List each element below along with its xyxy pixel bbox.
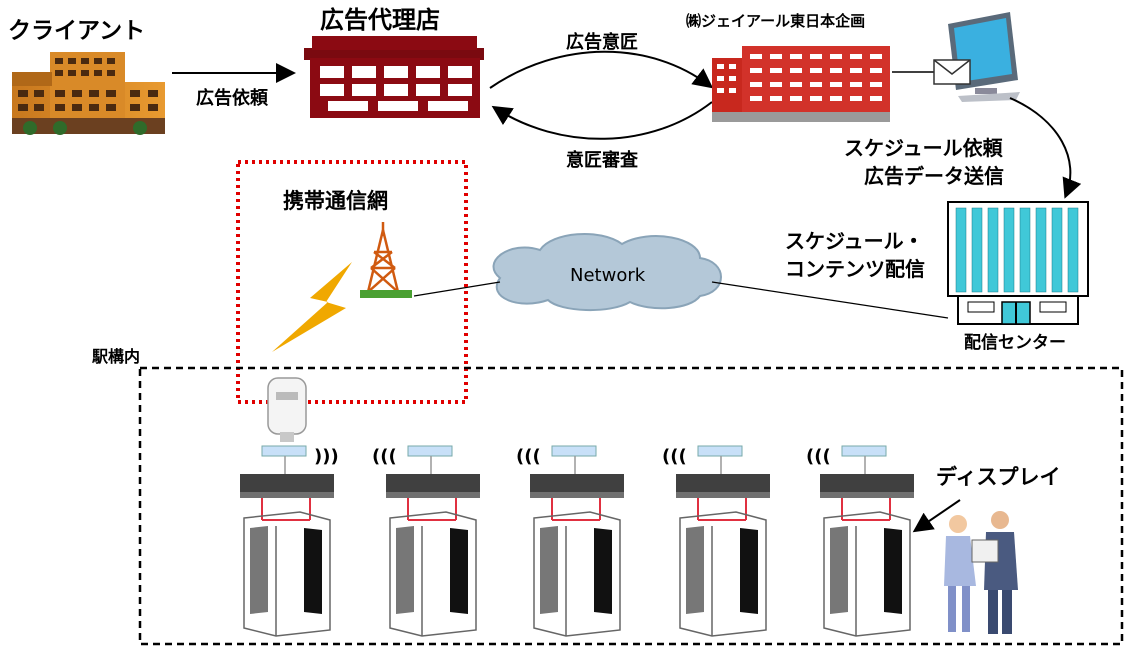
svg-text:(((: ((( <box>516 446 541 467</box>
envelope-icon <box>933 59 971 85</box>
display-unit: ((( <box>806 445 914 637</box>
schedule-content-label-2: コンテンツ配信 <box>785 257 925 281</box>
jr-company-building-icon <box>712 46 890 122</box>
mobile-router-icon <box>267 377 307 442</box>
arrow-to-distribution-center <box>1009 97 1082 199</box>
display-unit: ((( <box>372 445 480 637</box>
svg-text:(((: ((( <box>806 446 831 467</box>
display-unit: ((( <box>662 445 770 637</box>
arrow-design-review <box>491 101 713 140</box>
client-label: クライアント <box>8 18 145 44</box>
design-label: 広告意匠 <box>566 31 638 53</box>
display-unit: ((( <box>516 445 624 637</box>
arrow-to-display <box>912 499 961 533</box>
svg-text:(((: ((( <box>372 446 397 467</box>
schedule-content-label-1: スケジュール・ <box>785 229 924 253</box>
antenna-tower-icon <box>366 222 400 293</box>
display-unit: ))) <box>240 445 339 637</box>
station-premises-label: 駅構内 <box>91 347 140 366</box>
design-review-label: 意匠審査 <box>566 149 638 171</box>
people-icon <box>944 511 1018 634</box>
distribution-center-building-icon <box>947 201 1089 325</box>
ad-request-label: 広告依頼 <box>196 87 269 109</box>
mobile-network-label: 携帯通信網 <box>283 189 388 213</box>
tower-ground <box>360 290 412 298</box>
network-cloud-icon <box>492 233 722 311</box>
svg-text:))): ))) <box>314 446 339 467</box>
agency-building-icon <box>304 36 484 118</box>
station-premises-boundary <box>138 366 1124 646</box>
svg-text:(((: ((( <box>662 446 687 467</box>
network-label: Network <box>570 265 646 286</box>
arrow-design-submission <box>489 50 714 89</box>
link-tower-to-network <box>413 281 501 297</box>
schedule-request-label: スケジュール依頼 <box>844 136 1004 160</box>
jr-company-label: ㈱ジェイアール東日本企画 <box>686 12 865 30</box>
mobile-network-boundary <box>236 160 468 404</box>
ad-data-label: 広告データ送信 <box>864 164 1004 188</box>
agency-label: 広告代理店 <box>320 6 440 34</box>
client-building-icon <box>12 52 165 135</box>
distribution-center-label: 配信センター <box>964 332 1066 353</box>
lightning-icon <box>272 262 352 352</box>
link-network-to-center <box>711 281 949 319</box>
display-label: ディスプレイ <box>936 465 1061 489</box>
computer-icon <box>948 12 1020 102</box>
